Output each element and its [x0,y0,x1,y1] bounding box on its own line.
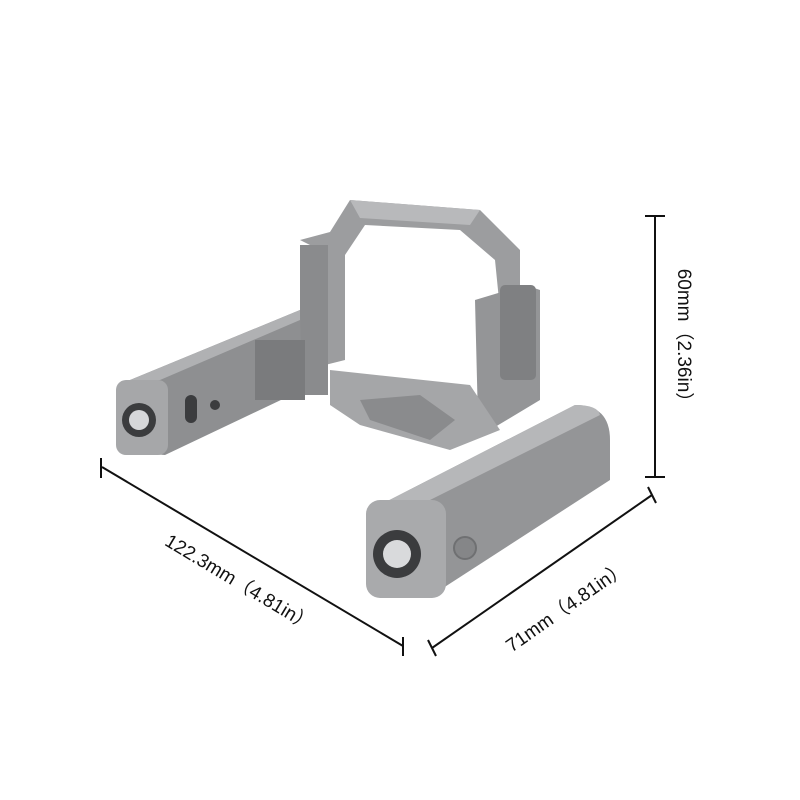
left-lens-inner [129,410,149,430]
bracket-top-band [350,200,480,225]
left-mount-clip [255,340,305,400]
clip-latch [500,285,536,380]
height-dimension [645,215,665,478]
indicator-hole [210,400,220,410]
width-dimension [427,486,657,657]
length-dimension [100,458,404,656]
width-label: 71mm（4.81in） [502,557,631,657]
right-lens-inner [383,540,411,568]
power-button-icon [453,536,477,560]
usb-c-port-icon [185,395,197,423]
length-label: 122.3mm（4.81in） [161,530,317,636]
left-light-top [118,310,300,385]
right-light-top [370,405,600,510]
product-image [116,200,610,598]
height-label: 60mm（2.36in） [673,269,695,412]
base-cutout [360,395,455,440]
bracket-frame [300,200,520,365]
